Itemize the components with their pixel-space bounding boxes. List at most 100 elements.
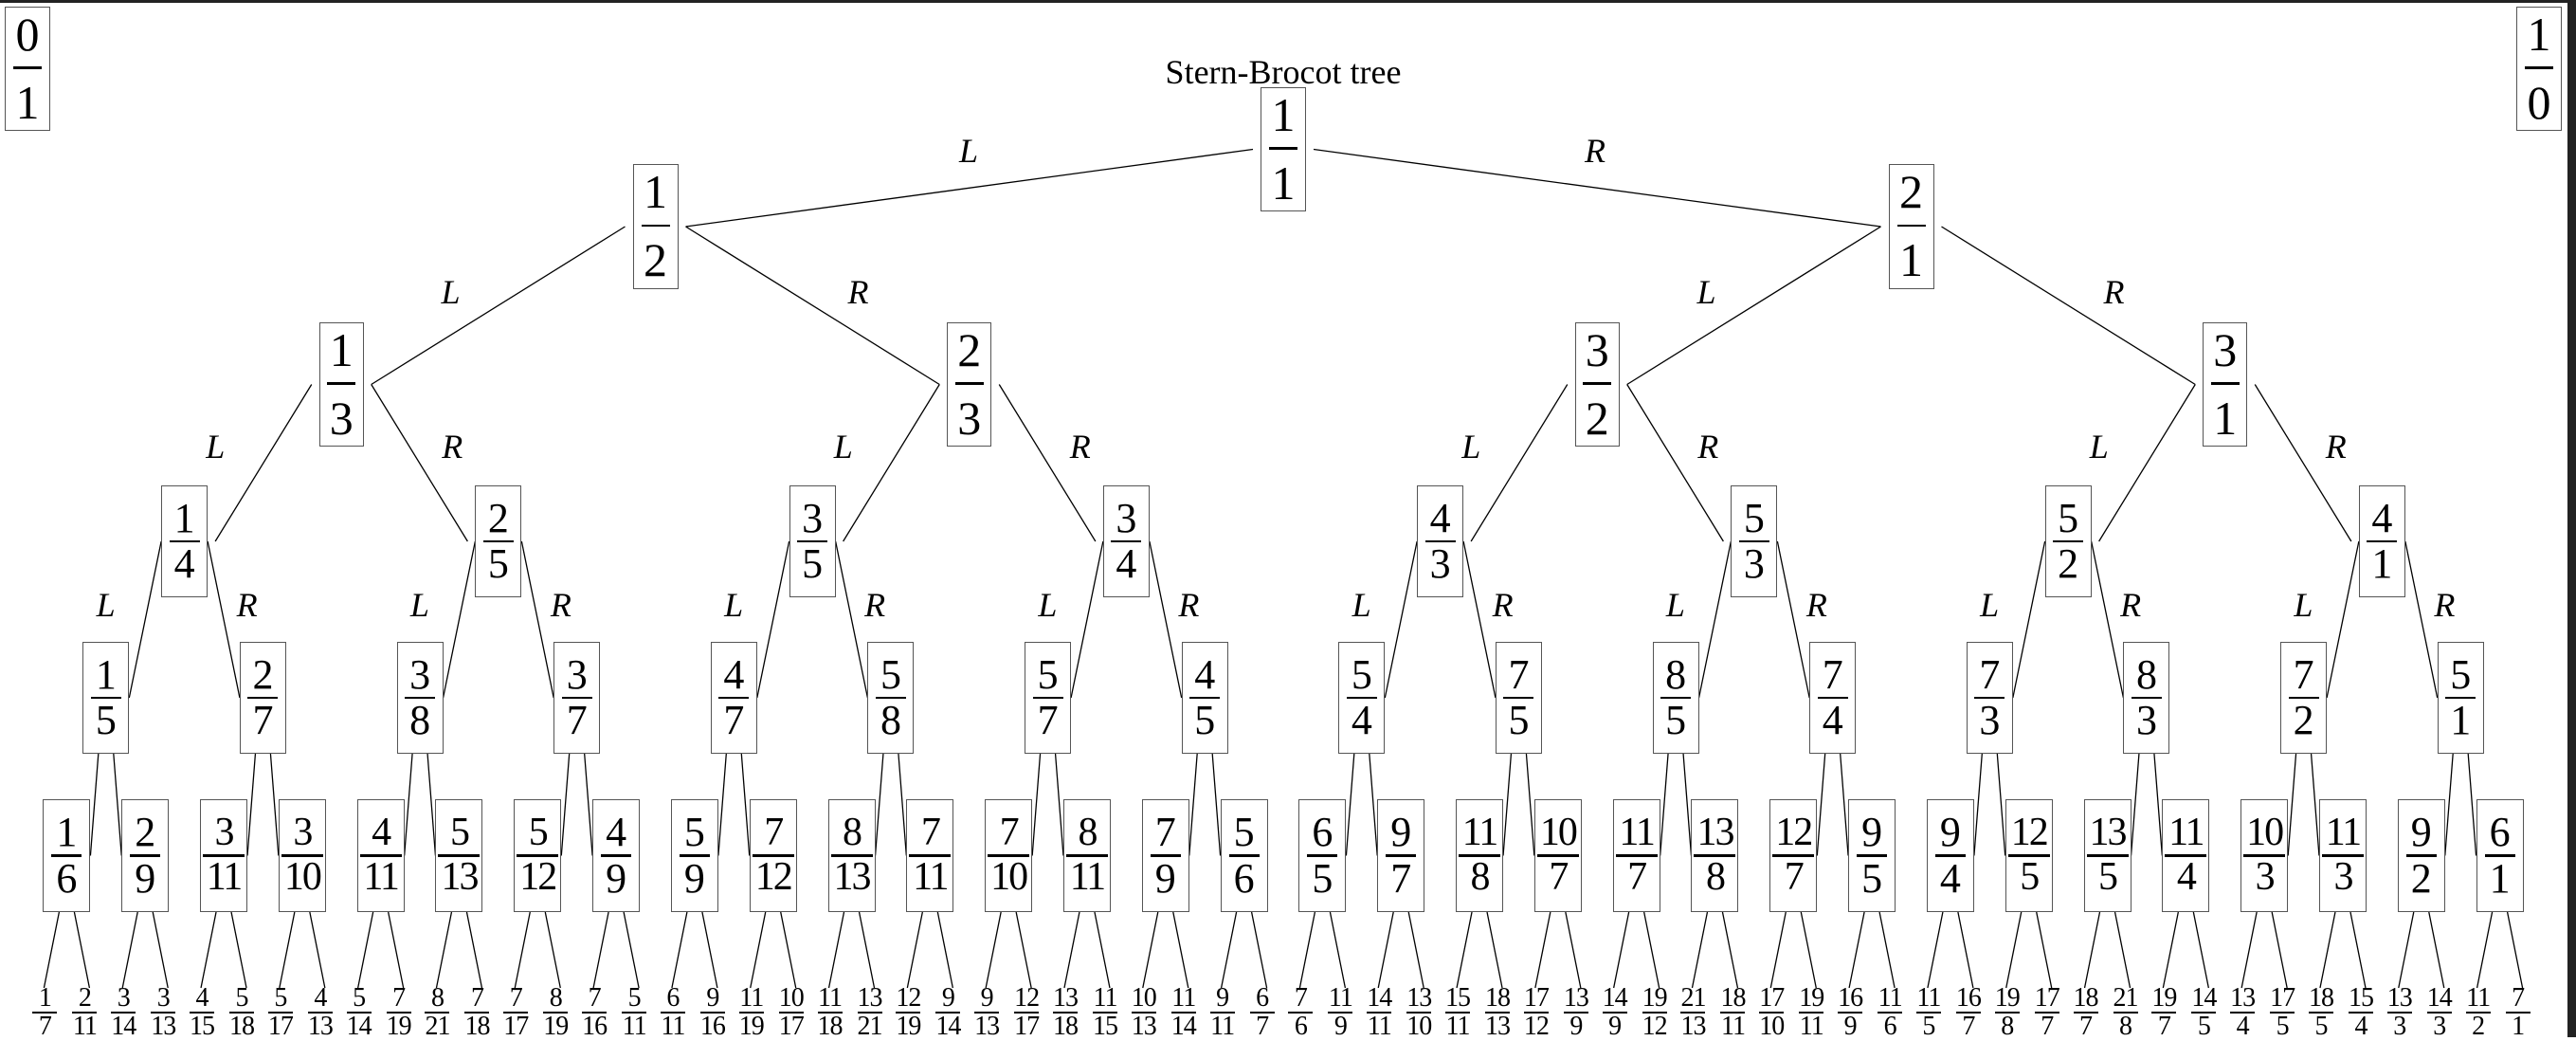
tree-edge <box>1626 226 1881 386</box>
leaf-numerator: 19 <box>1799 983 1824 1013</box>
leaf-denominator: 21 <box>425 1011 450 1041</box>
fraction-bar <box>2270 1011 2295 1014</box>
fraction-bar <box>2230 1011 2256 1014</box>
fraction-bar <box>425 1011 450 1014</box>
node-numerator: 5 <box>1743 494 1765 541</box>
node-denominator: 11 <box>913 854 949 899</box>
edge-label-right: R <box>1805 586 1827 624</box>
leaf-numerator: 13 <box>1052 983 1079 1013</box>
leaf-edge <box>1691 911 1709 989</box>
node-denominator: 7 <box>252 697 274 744</box>
edge-label-left: L <box>2089 428 2109 466</box>
fraction-bar <box>503 1011 529 1014</box>
node-numerator: 4 <box>723 650 745 698</box>
leaf-denominator: 15 <box>1092 1011 1118 1041</box>
node-numerator: 7 <box>764 811 784 855</box>
leaf-edge <box>2349 911 2367 989</box>
leaf-edge <box>1565 911 1582 989</box>
node-denominator: 1 <box>2213 391 2238 445</box>
edge-label-right: R <box>2325 428 2347 466</box>
edge-label-right: R <box>1178 586 1200 624</box>
tree-edge <box>685 226 940 386</box>
leaf-numerator: 7 <box>588 983 602 1013</box>
fraction-bar <box>2525 66 2553 69</box>
leaf-numerator: 11 <box>1878 983 1903 1013</box>
tree-edge <box>1313 148 1881 228</box>
edge-label-right: R <box>847 273 869 311</box>
node-denominator: 11 <box>363 854 399 899</box>
leaf-edge <box>1721 911 1739 989</box>
leaf-numerator: 11 <box>1093 983 1117 1013</box>
node-denominator: 3 <box>2333 854 2353 899</box>
node-denominator: 12 <box>754 854 793 899</box>
node-denominator: 3 <box>1429 540 1451 588</box>
node-numerator: 3 <box>214 811 235 855</box>
fraction-bar <box>1014 1011 1040 1014</box>
fraction-bar <box>2484 854 2515 857</box>
edge-label-left: L <box>1665 586 1685 624</box>
fraction-bar <box>1346 696 1377 700</box>
boundary-node-left: 0 1 <box>5 7 50 131</box>
leaf-edge <box>2113 911 2132 989</box>
leaf-numerator: 13 <box>2230 983 2256 1013</box>
fraction-bar <box>1189 696 1221 700</box>
tree-edge <box>1211 753 1222 856</box>
leaf-edge <box>121 911 138 989</box>
fraction-bar <box>2367 539 2398 543</box>
fraction-bar <box>1523 1011 1549 1014</box>
leaf-denominator: 13 <box>1680 1011 1706 1041</box>
fraction-bar <box>1170 1011 1196 1014</box>
fraction-bar <box>1032 696 1063 700</box>
leaf-denominator: 11 <box>1799 1011 1824 1041</box>
leaf-edge <box>1250 911 1268 989</box>
boundary-left-numerator: 0 <box>15 7 40 61</box>
leaf-denominator: 7 <box>2079 1011 2093 1041</box>
node-denominator: 7 <box>1627 854 1647 899</box>
node-numerator: 2 <box>957 322 982 376</box>
node-numerator: 1 <box>644 165 667 219</box>
tree-edge <box>898 753 907 856</box>
tree-edge <box>1776 540 1810 699</box>
fraction-bar <box>1583 382 1612 385</box>
leaf-edge <box>309 911 326 989</box>
leaf-numerator: 15 <box>2348 983 2374 1013</box>
node-denominator: 4 <box>1939 854 1961 902</box>
fraction-bar <box>988 854 1030 857</box>
node-numerator: 5 <box>683 809 705 856</box>
fraction-bar <box>1445 1011 1471 1014</box>
fraction-bar <box>229 1011 255 1014</box>
tree-edge <box>207 540 241 699</box>
tree-edge <box>717 753 727 856</box>
fraction-bar <box>935 1011 961 1014</box>
node-denominator: 3 <box>1979 697 2001 744</box>
fraction-bar <box>830 854 873 857</box>
fraction-bar <box>281 854 323 857</box>
leaf-numerator: 12 <box>1014 983 1040 1013</box>
leaf-denominator: 9 <box>1843 1011 1858 1041</box>
leaf-numerator: 1 <box>38 983 52 1013</box>
node-numerator: 3 <box>1585 322 1609 376</box>
leaf-numerator: 14 <box>2426 983 2453 1013</box>
leaf-edge <box>1848 911 1865 989</box>
node-numerator: 4 <box>1194 650 1216 698</box>
fraction-bar <box>1485 1011 1511 1014</box>
node-denominator: 6 <box>56 854 78 902</box>
node-denominator: 10 <box>283 854 322 899</box>
node-numerator: 11 <box>1461 811 1498 855</box>
leaf-numerator: 9 <box>706 983 719 1013</box>
